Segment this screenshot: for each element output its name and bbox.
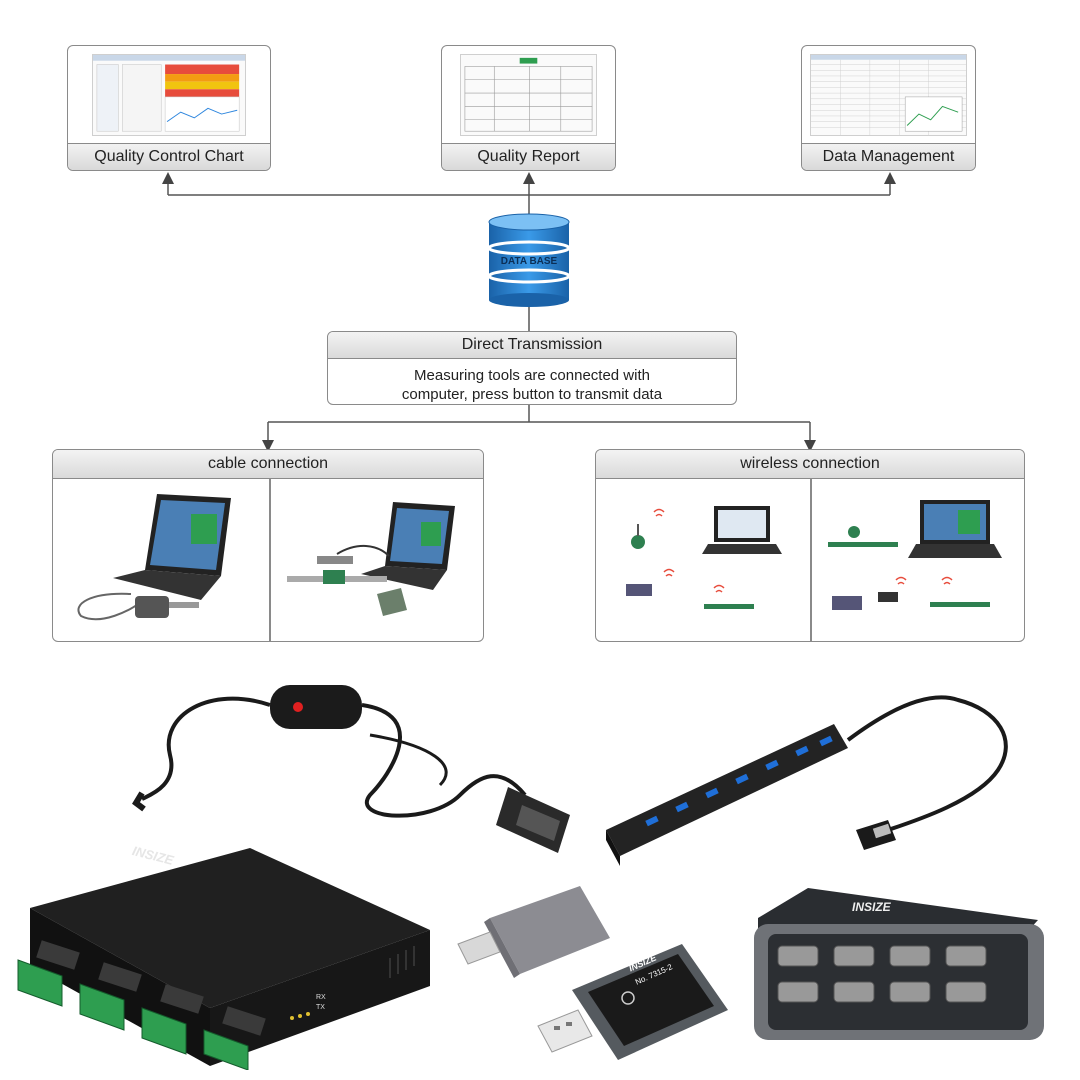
- output-label-control-chart: Quality Control Chart: [68, 143, 270, 170]
- wireless-connection-title: wireless connection: [596, 450, 1024, 479]
- usb-c-adapter-icon: [457, 886, 610, 978]
- wireless-tools-laptop-illustration: [626, 506, 782, 609]
- box-brand-label: INSIZE: [852, 900, 891, 914]
- cable-laptop-micrometer-illustration: [77, 494, 231, 621]
- serial-hub: INSIZE RX TX: [10, 838, 440, 1071]
- report-thumbnail: [460, 54, 597, 136]
- usb-hub-icon: [606, 695, 1008, 866]
- flow-lines: [162, 172, 896, 452]
- wireless-receiver-icon: [537, 944, 728, 1060]
- wireless-receiver: No. 7315-2 INSIZE: [532, 940, 732, 1070]
- spreadsheet-thumbnail: [810, 54, 967, 136]
- direct-transmission-box: Direct Transmission Measuring tools are …: [327, 331, 737, 405]
- hub-label-rx: RX: [316, 994, 326, 1001]
- database-label: DATA BASE: [500, 256, 558, 267]
- database-icon: [487, 213, 571, 307]
- output-label-report: Quality Report: [442, 143, 615, 170]
- multi-port-box: INSIZE: [748, 884, 1048, 1044]
- hub-label-tx: TX: [316, 1004, 325, 1011]
- cable-connection-title: cable connection: [53, 450, 483, 479]
- wireless-tools-laptop-illustration-2: [828, 500, 1002, 610]
- cable-laptop-caliper-illustration: [287, 502, 455, 616]
- direct-transmission-title: Direct Transmission: [328, 332, 736, 359]
- database: DATA BASE: [486, 212, 572, 308]
- multi-port-box-icon: [754, 888, 1044, 1040]
- output-card-data-management: Data Management: [801, 45, 976, 171]
- rs232-cable-icon: [132, 685, 570, 853]
- output-card-control-chart: Quality Control Chart: [67, 45, 271, 171]
- cable-connection-section: cable connection: [52, 449, 484, 642]
- serial-hub-icon: [17, 848, 430, 1071]
- output-label-data-management: Data Management: [802, 143, 975, 170]
- wireless-connection-section: wireless connection: [595, 449, 1025, 642]
- output-card-report: Quality Report: [441, 45, 616, 171]
- description-line-1: Measuring tools are connected with: [414, 367, 650, 384]
- control-chart-thumbnail: [92, 54, 246, 136]
- direct-transmission-description: Measuring tools are connected with compu…: [328, 360, 736, 404]
- section-divider: [269, 478, 271, 641]
- description-line-2: computer, press button to transmit data: [401, 386, 663, 403]
- section-divider: [810, 478, 812, 641]
